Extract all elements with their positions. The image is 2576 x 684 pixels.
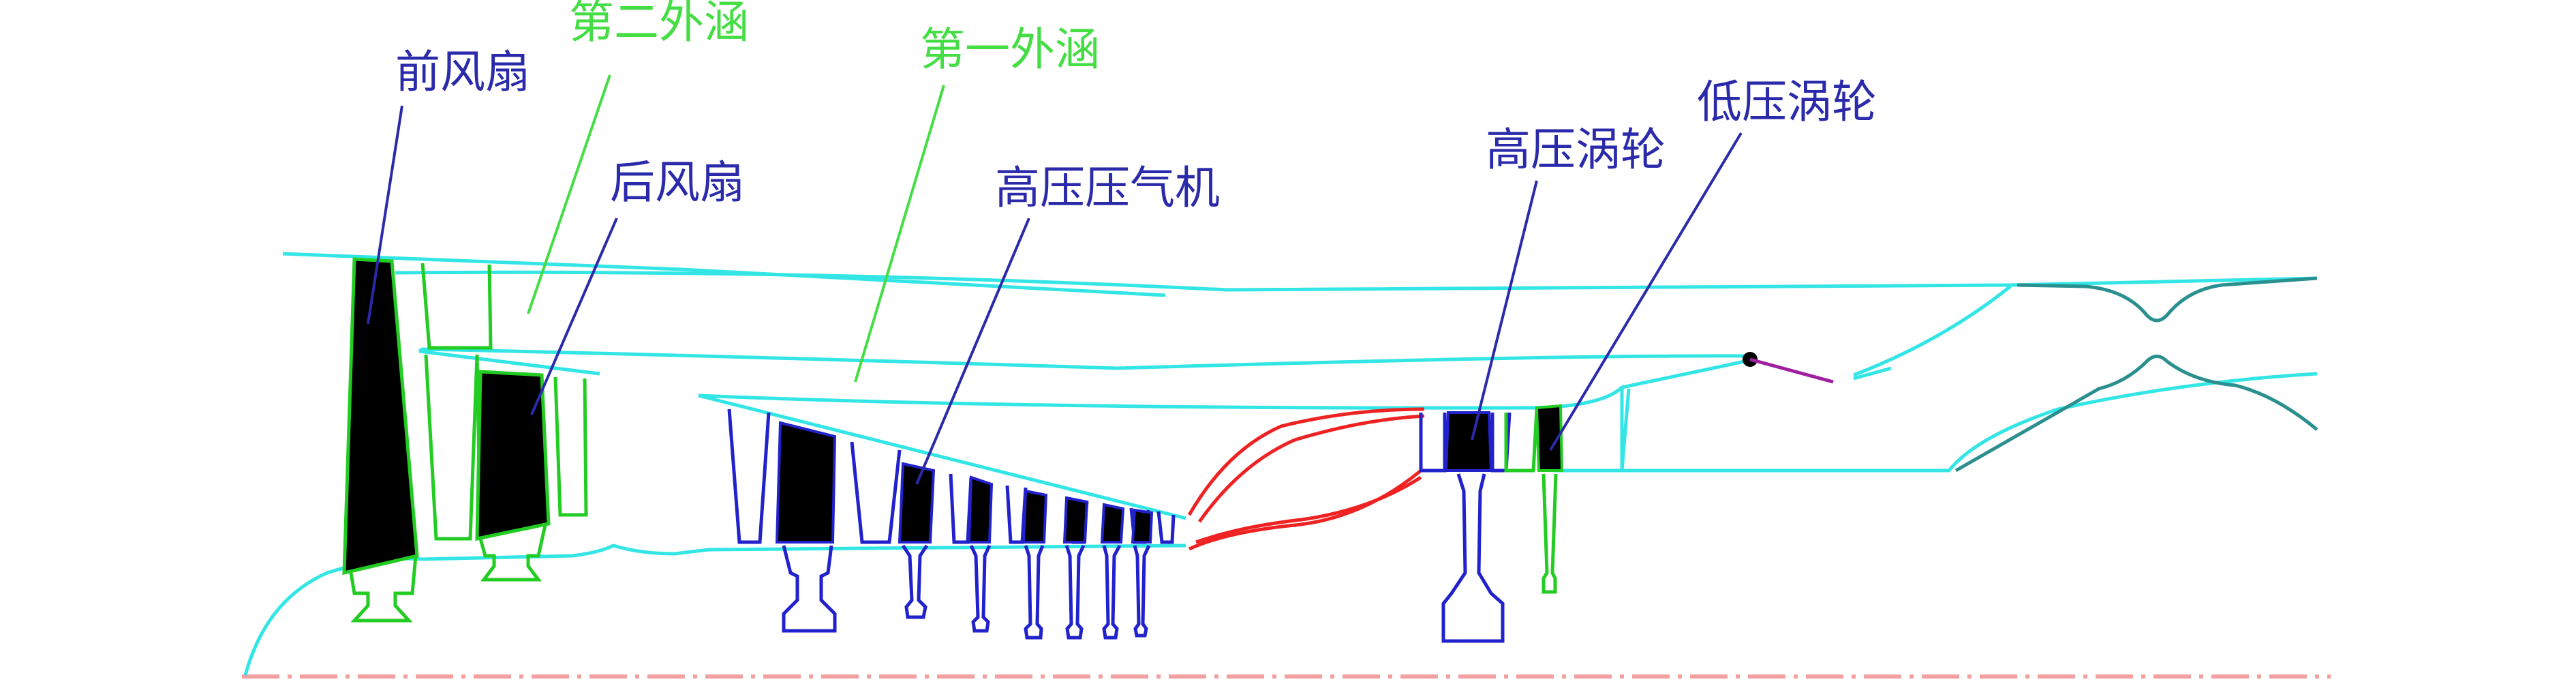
label-front-fan: 前风扇: [395, 46, 530, 98]
leader-lp-turbine: [1549, 132, 1743, 451]
front-fan-disk: [349, 555, 418, 623]
hpc-blade-3: [967, 475, 994, 544]
hpt-disk: [1441, 473, 1505, 643]
label-hp-turbine: 高压涡轮: [1486, 123, 1666, 176]
front-fan-blade: [342, 257, 419, 576]
label-rear-fan: 后风扇: [610, 156, 745, 209]
lpt-disk: [1542, 473, 1558, 594]
label-first-bypass: 第一外涵: [920, 23, 1100, 76]
second-bypass-stator: [424, 354, 479, 541]
hpc-disk-2: [901, 544, 929, 619]
hpc-blade-4: [1022, 489, 1048, 544]
hpc-blade-2: [898, 462, 936, 544]
valve-door: [1853, 366, 1892, 381]
front-fan-stator: [420, 263, 493, 350]
leader-rear-fan: [530, 218, 618, 415]
hpc-disk-7: [1133, 544, 1151, 638]
leader-first-bypass: [854, 85, 945, 383]
combustor: [1187, 407, 1425, 551]
hp-turbine-assembly: [1419, 411, 1512, 643]
rear-fan-stator: [553, 376, 588, 517]
rear-fan-disk: [478, 524, 547, 582]
label-lp-turbine: 低压涡轮: [1697, 76, 1877, 128]
leader-second-bypass: [527, 74, 611, 314]
rear-fan-assembly: [475, 370, 588, 582]
hpc-disk-1: [782, 545, 837, 633]
flow-path-lines: [243, 252, 2318, 676]
hpc-disk-4: [1024, 545, 1045, 640]
hpc-disk-5: [1064, 544, 1086, 640]
hpc-blade-7: [1131, 508, 1154, 544]
leader-lines: [367, 74, 1743, 485]
hpt-blade: [1444, 411, 1493, 472]
hpc-blade-1: [775, 421, 837, 544]
leader-hp-compressor: [915, 218, 1030, 485]
hpc-blade-5: [1062, 496, 1089, 544]
hp-compressor-assembly: [727, 408, 1176, 640]
hpc-disk-3: [969, 544, 992, 633]
leader-front-fan: [367, 105, 403, 325]
hpc-disk-6: [1102, 544, 1122, 640]
lp-turbine-assembly: [1504, 404, 1564, 594]
leader-hp-turbine: [1471, 180, 1538, 441]
label-second-bypass: 第二外涵: [569, 0, 749, 48]
hpc-blade-6: [1100, 503, 1125, 544]
label-hp-compressor: 高压压气机: [995, 162, 1220, 214]
lpt-blade: [1535, 404, 1564, 472]
exhaust-nozzle: [1954, 276, 2318, 473]
valve-rod: [1749, 357, 1834, 384]
front-fan-assembly: [342, 257, 493, 623]
